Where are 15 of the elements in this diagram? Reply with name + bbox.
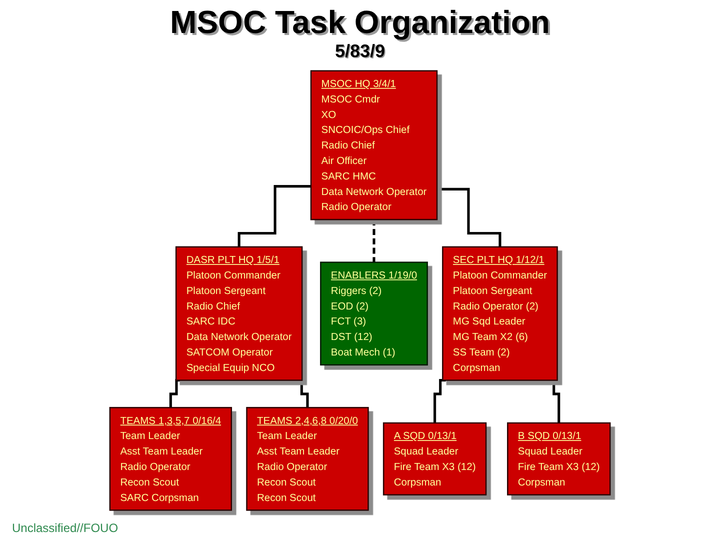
- node-box: ENABLERS 1/19/0 Riggers (2) EOD (2) FCT (3) DST (12) Boat Mech (1): [320, 262, 428, 366]
- title: MSOC Task Organization: [170, 4, 550, 40]
- node-box: B SQD 0/13/1 Squad Leader Fire Team X3 (12) Corpsman: [507, 422, 611, 496]
- connector: [238, 185, 311, 248]
- subtitle: 5/83/9: [334, 40, 386, 62]
- connector: [434, 378, 446, 424]
- connector: [372, 218, 376, 264]
- classification-label: Unclassified//FOUO: [12, 521, 118, 535]
- node-box: DASR PLT HQ 1/5/1 Platoon Commander Platoon Sergeant Radio Chief SARC IDC Data Network Operator SATCOM Operator Special Equip NCO: [175, 246, 303, 381]
- node-box: SEC PLT HQ 1/12/1 Platoon Commander Platoon Sergeant Radio Operator (2) MG Sqd Leader MG Team X2 (6) SS Team (2) Corpsman: [442, 246, 558, 381]
- node-box: TEAMS 2,4,6,8 0/20/0 Team Leader Asst Team Leader Radio Operator Recon Scout Recon Scout: [246, 406, 369, 511]
- node-box: MSOC HQ 3/4/1 MSOC Cmdr XO SNCOIC/Ops Chief Radio Chief Air Officer SARC HMC Data Network Operator Radio Operator: [310, 70, 438, 220]
- node-box: A SQD 0/13/1 Squad Leader Fire Team X3 (12) Corpsman: [382, 422, 487, 496]
- connector: [436, 188, 502, 248]
- node-box: TEAMS 1,3,5,7 0/16/4 Team Leader Asst Team Leader Radio Operator Recon Scout SARC Corpsman: [109, 406, 232, 511]
